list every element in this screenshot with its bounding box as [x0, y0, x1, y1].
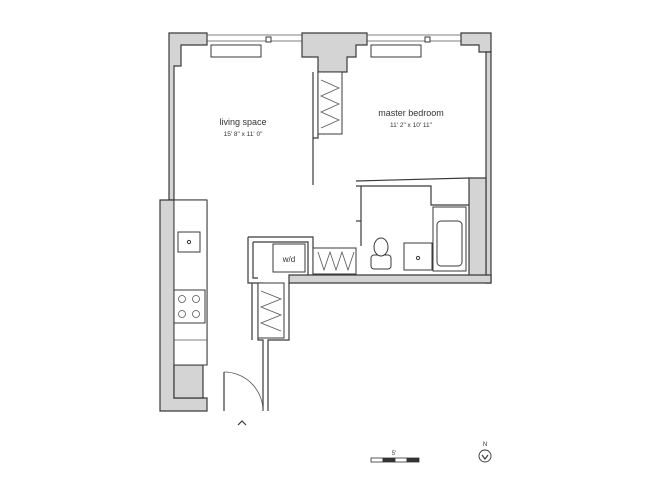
living-space-label: living space	[219, 117, 266, 127]
closet-top	[317, 71, 343, 135]
stove	[173, 289, 206, 324]
bath-sink	[403, 242, 433, 271]
scale-label: 5'	[392, 451, 396, 457]
entry-arrow-icon	[237, 420, 247, 426]
exterior-walls	[159, 32, 492, 412]
washer-dryer-label: w/d	[282, 255, 295, 264]
windows	[207, 34, 461, 58]
north-compass-icon: N	[478, 442, 492, 463]
toilet	[370, 237, 392, 270]
kitchen-counter	[173, 199, 208, 366]
master-bedroom-dims: 11' 2" x 10' 11"	[390, 122, 433, 129]
north-label: N	[483, 442, 487, 448]
scale-bar: 5'	[370, 451, 420, 463]
kitchen-sink	[177, 231, 201, 253]
washer-dryer: w/d	[272, 243, 306, 273]
closet-hall	[257, 282, 285, 339]
closet-bath	[312, 247, 357, 275]
living-space-dims: 15' 8" x 11' 0"	[224, 131, 263, 138]
bathtub	[432, 206, 467, 272]
master-bedroom-label: master bedroom	[378, 108, 444, 118]
entry-door	[223, 371, 264, 412]
